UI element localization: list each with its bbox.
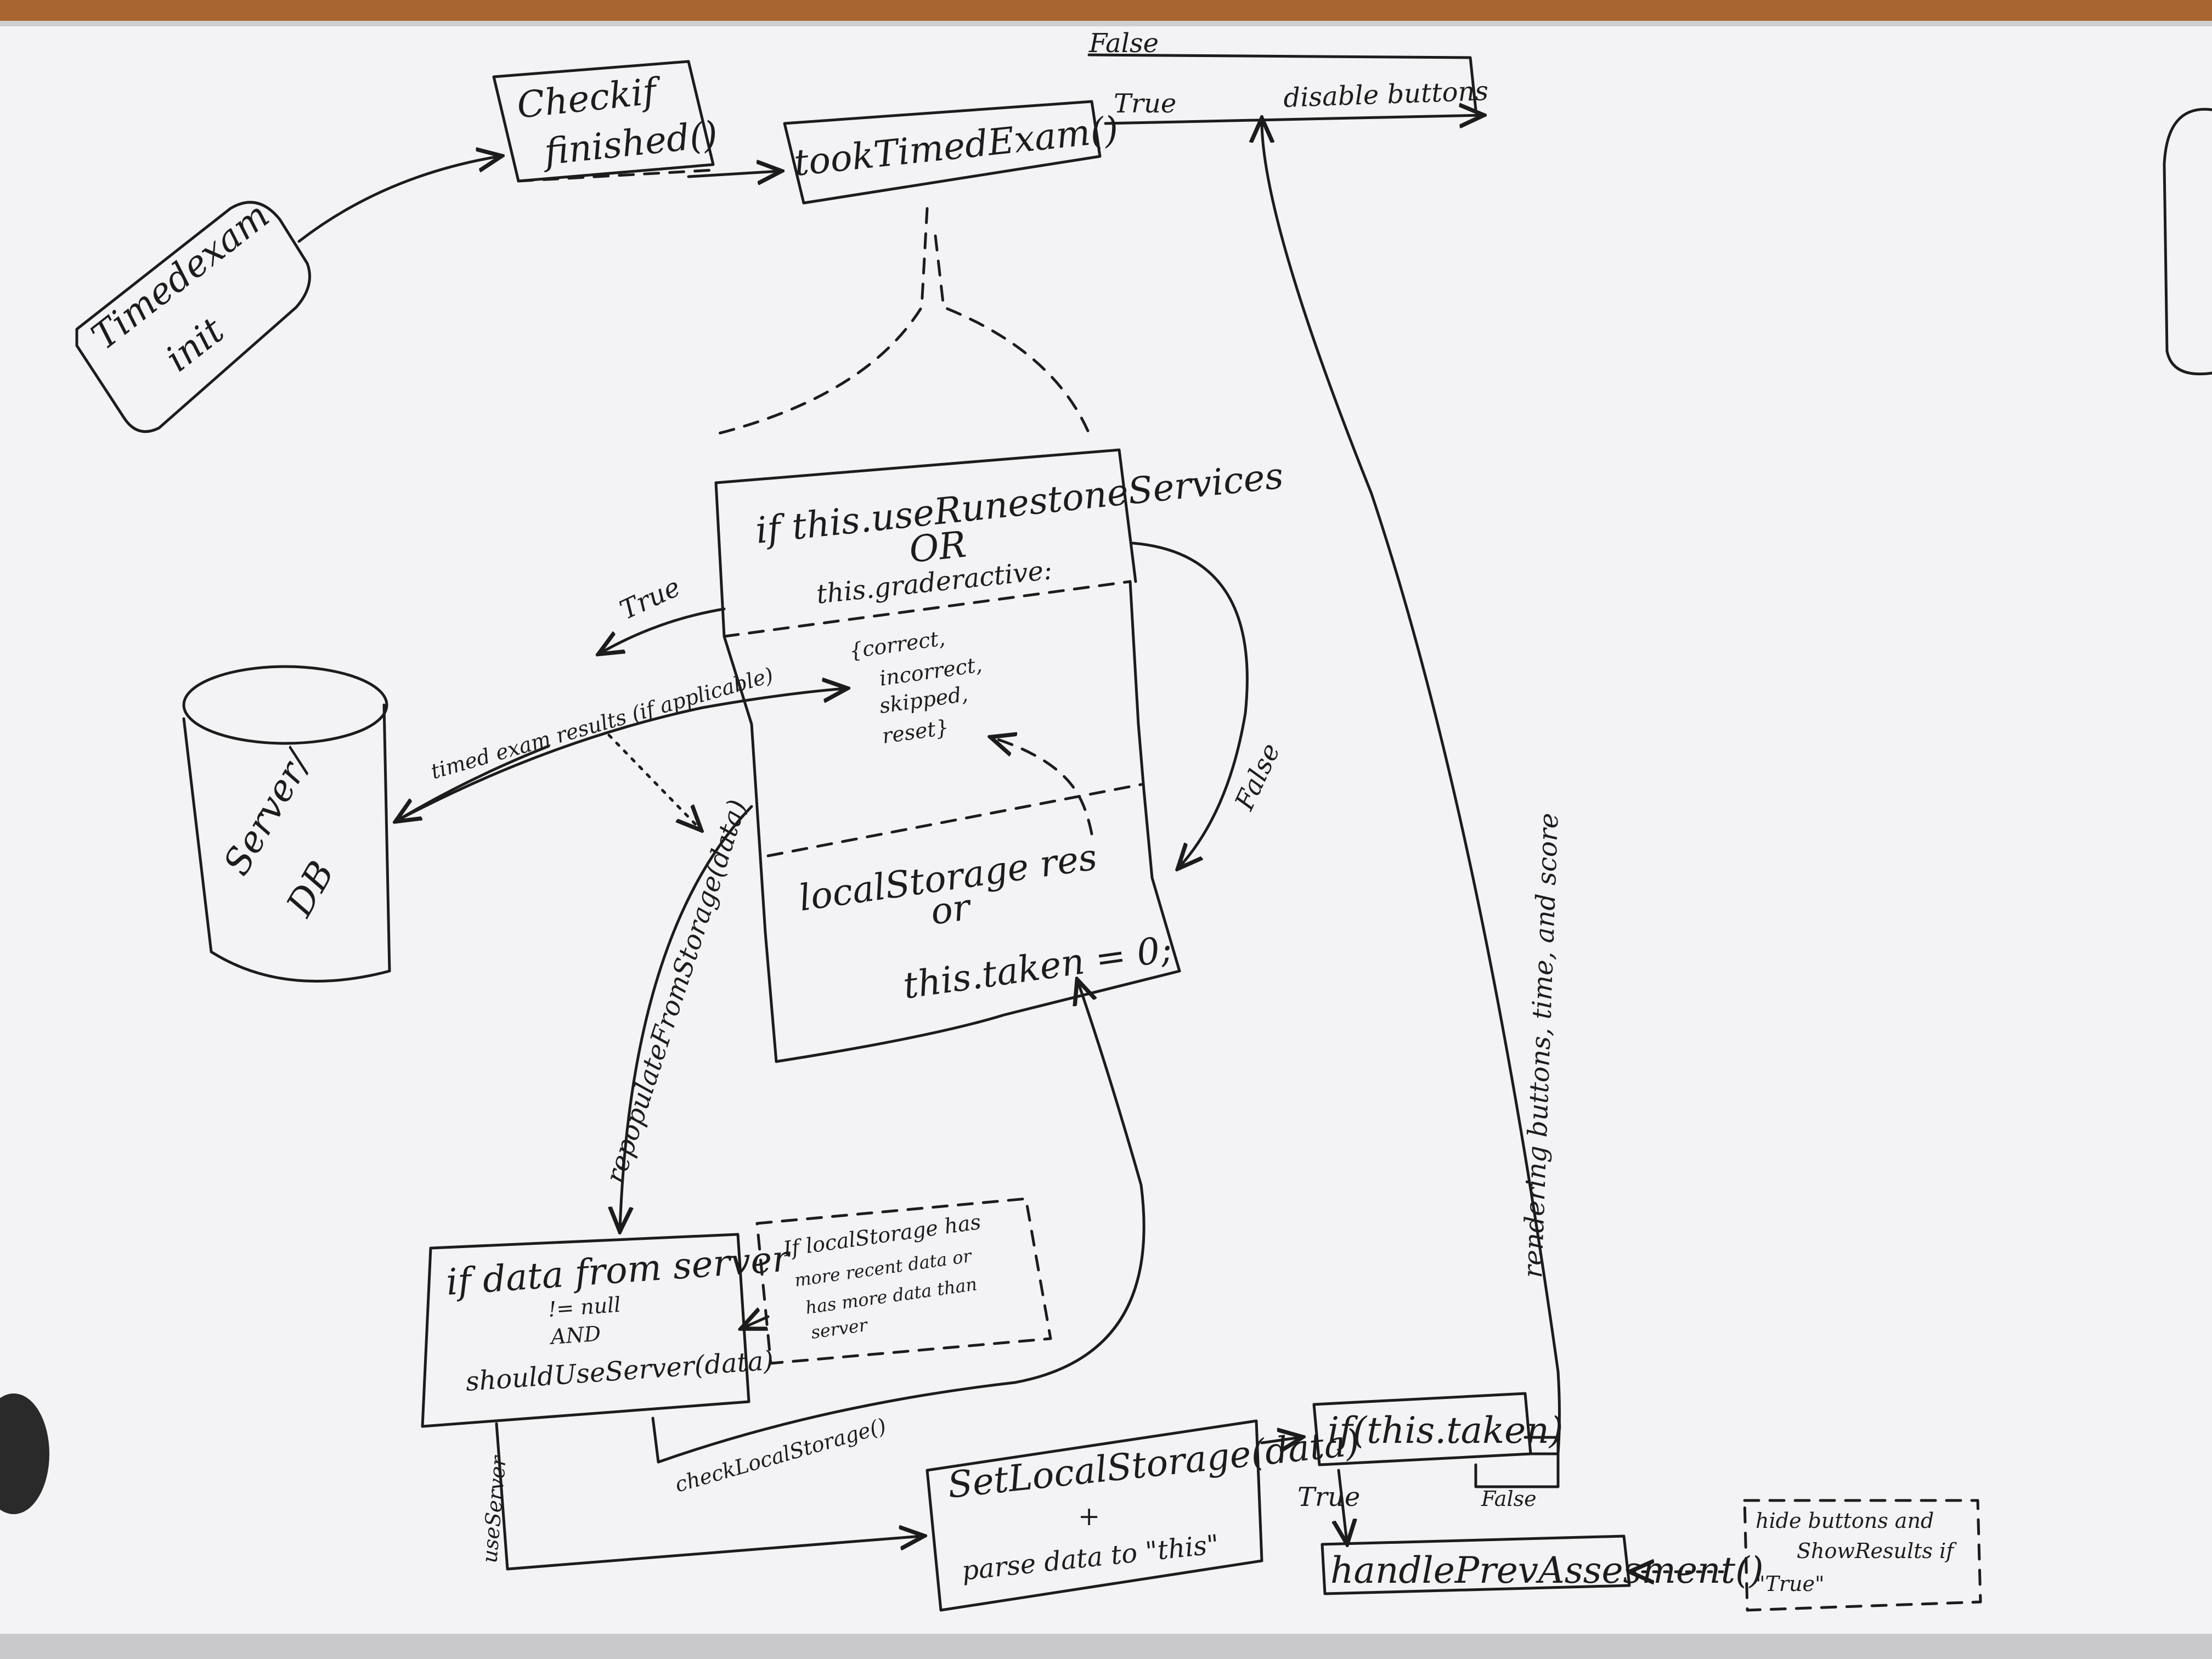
label-true-top: True xyxy=(1114,88,1176,119)
dash-right-branch xyxy=(934,234,1091,435)
label-rendering: rendering buttons, time, and score xyxy=(1517,812,1565,1279)
arrow-init-to-check xyxy=(297,156,499,243)
label-check-2: finished() xyxy=(540,113,720,173)
label-set-2: + xyxy=(1078,1501,1100,1532)
edge-use-server xyxy=(495,1422,922,1571)
marker-tray xyxy=(0,1634,2212,1659)
edge-false-top xyxy=(1087,53,1477,111)
label-local-3: this.taken = 0; xyxy=(901,928,1175,1007)
node-check-if-finished: Checkif finished() xyxy=(492,60,720,183)
label-runestone-2: OR xyxy=(907,523,968,571)
arrow-check-to-took xyxy=(687,171,779,177)
node-hide-buttons-note: hide buttons and ShowResults if "True" xyxy=(1743,1499,1982,1612)
label-hide-2: ShowResults if xyxy=(1797,1539,1957,1563)
node-took-timed-exam: tookTimedExam() xyxy=(783,100,1120,205)
edge-false-right xyxy=(1131,541,1249,867)
label-keys-1: {correct, xyxy=(848,626,946,663)
label-hide-1: hide buttons and xyxy=(1756,1509,1934,1533)
label-false-top: False xyxy=(1088,28,1159,59)
dash-local-to-keys xyxy=(993,738,1093,836)
edge-check-local-storage xyxy=(651,982,1146,1464)
dash-left-branch xyxy=(717,207,929,435)
node-set-local-storage: SetLocalStorage(data) + parse data to "t… xyxy=(926,1419,1362,1612)
partial-shape-right-edge xyxy=(2163,108,2212,376)
label-timed-exam-init-2: init xyxy=(157,309,232,380)
label-repopulate: repopulateFromStorage(data) xyxy=(600,796,753,1187)
node-if-taken: if(this.taken) xyxy=(1312,1392,1563,1466)
label-hide-3: "True" xyxy=(1756,1572,1824,1596)
node-local-storage: localStorage res or this.taken = 0; xyxy=(766,783,1181,1063)
label-false-taken: False xyxy=(1481,1487,1537,1511)
label-true-runestone: True xyxy=(615,572,685,626)
arrow-set-to-taken xyxy=(1260,1437,1300,1443)
dotted-results-repopulate xyxy=(607,733,699,828)
label-set-3: parse data to "this" xyxy=(960,1529,1220,1587)
label-dfs-4: shouldUseServer(data) xyxy=(465,1345,775,1397)
label-runestone-1: if this.useRunestoneServices xyxy=(754,454,1285,552)
edge-rendering xyxy=(1262,121,1561,1455)
node-timed-exam-init: Timedexam init xyxy=(75,194,311,433)
label-dfs-3: AND xyxy=(549,1322,602,1349)
label-dfs-2: != null xyxy=(548,1293,622,1322)
edge-true-runestone xyxy=(601,607,726,653)
label-note-4: server xyxy=(810,1314,870,1343)
node-use-runestone: if this.useRunestoneServices OR this.gra… xyxy=(714,448,1285,638)
node-local-storage-note: If localStorage has more recent data or … xyxy=(755,1197,1052,1365)
node-handle-prev: handlePrevAssesment() xyxy=(1321,1534,1764,1595)
label-keys-4: reset} xyxy=(881,715,950,748)
label-db: DB xyxy=(278,854,343,924)
edge-false-taken xyxy=(1474,1436,1560,1488)
arrow-note-to-dfs xyxy=(743,1317,770,1328)
whiteboard xyxy=(0,21,2212,1639)
edge-results-left xyxy=(398,744,550,820)
edge-results-right xyxy=(396,689,845,822)
label-disable-buttons: disable buttons xyxy=(1283,76,1488,114)
edge-repopulate xyxy=(620,805,753,1229)
edge-true-top xyxy=(1104,115,1481,123)
label-true-taken: True xyxy=(1297,1482,1360,1513)
label-local-2: or xyxy=(928,885,975,933)
label-keys-2: incorrect, xyxy=(878,652,984,691)
label-handle-prev: handlePrevAssesment() xyxy=(1330,1549,1764,1592)
node-server-db: Server/ DB xyxy=(182,665,391,983)
label-check-1: Checkif xyxy=(515,70,664,127)
label-if-taken: if(this.taken) xyxy=(1328,1409,1563,1452)
label-timed-exam-results: timed exam results (if applicable) xyxy=(428,663,776,784)
edge-true-taken xyxy=(1339,1469,1347,1542)
node-data-from-server: if data from server != null AND shouldUs… xyxy=(421,1233,793,1428)
